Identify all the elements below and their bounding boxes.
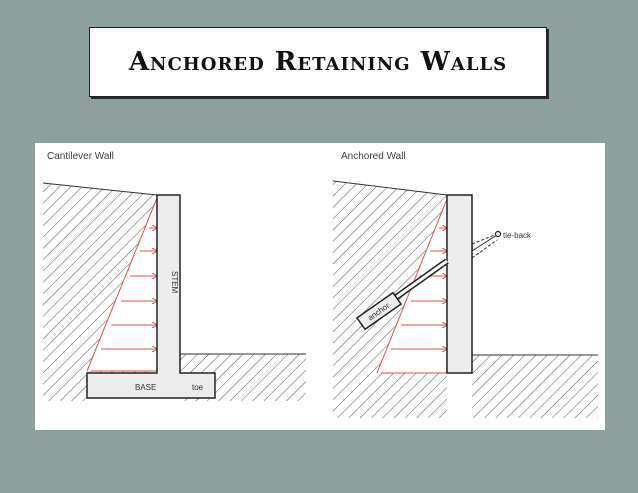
retaining-walls-diagram: Cantilever Wall STEM BASE toe Anchored W… bbox=[35, 143, 605, 430]
slide-title: Anchored Retaining Walls bbox=[128, 47, 508, 77]
tieback-head bbox=[494, 230, 502, 238]
anchored-wall-caption: Anchored Wall bbox=[341, 151, 406, 162]
slide-title-box: Anchored Retaining Walls bbox=[89, 27, 547, 97]
diagram-svg: Cantilever Wall STEM BASE toe Anchored W… bbox=[42, 151, 598, 418]
front-soil-right bbox=[472, 355, 598, 418]
pressure-arrows-right bbox=[381, 228, 447, 374]
tieback-assembly: tie-back anchor bbox=[355, 230, 532, 331]
ground-surface-right bbox=[332, 180, 448, 196]
ground-surface-left bbox=[42, 182, 158, 196]
anchored-wall-panel bbox=[446, 194, 473, 374]
base-label: BASE bbox=[135, 383, 156, 392]
tieback-through-wall-lower bbox=[471, 239, 498, 259]
tieback-through-wall bbox=[471, 233, 498, 245]
toe-label: toe bbox=[192, 383, 204, 392]
pressure-arrows-left bbox=[91, 228, 157, 372]
pressure-line-left bbox=[86, 197, 158, 372]
stem-label: STEM bbox=[170, 271, 179, 294]
cantilever-wall-structure bbox=[86, 194, 216, 399]
cantilever-wall-caption: Cantilever Wall bbox=[47, 151, 114, 162]
anchor-block bbox=[355, 291, 403, 331]
tieback-rod-inner bbox=[394, 259, 448, 300]
tieback-label: tie-back bbox=[503, 231, 532, 240]
tieback-rod-thin bbox=[471, 234, 498, 252]
